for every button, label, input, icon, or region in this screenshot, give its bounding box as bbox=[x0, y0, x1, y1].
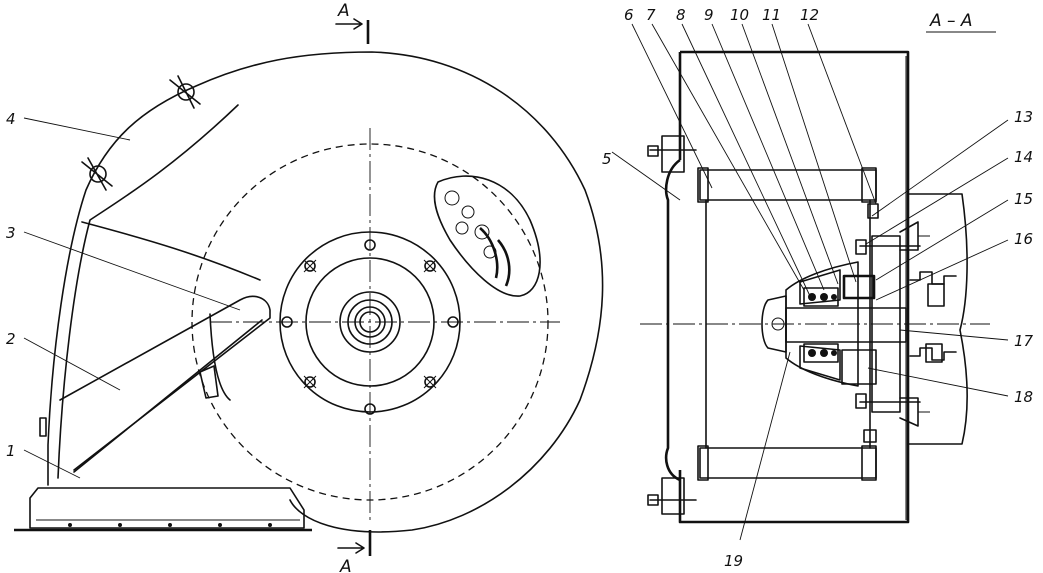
side-plate bbox=[664, 158, 681, 482]
leader-15 bbox=[875, 199, 1009, 281]
label-7: 7 bbox=[646, 6, 656, 24]
label-6: 6 bbox=[624, 6, 634, 24]
label-13: 13 bbox=[1014, 108, 1033, 126]
label-12: 12 bbox=[800, 6, 819, 24]
label-8: 8 bbox=[676, 6, 686, 24]
label-3: 3 bbox=[6, 224, 16, 242]
label-5: 5 bbox=[602, 150, 612, 168]
leader-12 bbox=[807, 23, 877, 205]
section-letter-top: A bbox=[337, 1, 350, 21]
coupling-hatched bbox=[841, 349, 877, 385]
leader-5 bbox=[611, 151, 681, 201]
cutaway-window bbox=[433, 175, 541, 297]
hub-hatched bbox=[799, 269, 841, 305]
leader-19 bbox=[739, 351, 791, 541]
leader-13 bbox=[871, 119, 1009, 217]
label-17: 17 bbox=[1014, 332, 1034, 350]
leader-9 bbox=[711, 23, 825, 291]
key-block bbox=[842, 274, 876, 300]
label-16: 16 bbox=[1014, 230, 1033, 248]
shaft bbox=[785, 307, 907, 343]
section-cut-bottom: A bbox=[337, 530, 372, 573]
label-9: 9 bbox=[704, 6, 714, 24]
label-15: 15 bbox=[1014, 190, 1033, 208]
section-view: A – A bbox=[602, 6, 1034, 570]
label-4: 4 bbox=[6, 110, 16, 128]
label-14: 14 bbox=[1014, 148, 1033, 166]
inlet-flap bbox=[199, 365, 219, 399]
leader-1 bbox=[23, 449, 81, 479]
label-2: 2 bbox=[6, 330, 16, 348]
casing-outline bbox=[678, 50, 910, 524]
flange-bolt-top bbox=[647, 135, 697, 173]
housing-inner-wall bbox=[57, 104, 239, 479]
wing-nut-top bbox=[169, 75, 201, 109]
bearing-bottom bbox=[803, 343, 839, 363]
impeller-rim-bottom bbox=[699, 447, 877, 479]
housing-spiral bbox=[47, 51, 604, 533]
label-18: 18 bbox=[1014, 388, 1033, 406]
wing-nut-left bbox=[81, 157, 113, 191]
inlet-duct-lower bbox=[73, 313, 263, 473]
leader-6 bbox=[631, 23, 713, 189]
leader-2 bbox=[23, 337, 121, 391]
leader-10 bbox=[741, 23, 839, 285]
blade-end-top bbox=[861, 167, 877, 203]
hub-hatched-lower bbox=[799, 345, 841, 381]
leader-8 bbox=[681, 23, 811, 297]
leader-17 bbox=[899, 329, 1009, 341]
front-view: A A 4 3 2 1 bbox=[6, 1, 604, 573]
section-letter-bottom: A bbox=[339, 557, 352, 573]
leader-18 bbox=[867, 367, 1009, 397]
shaft-nut bbox=[761, 295, 787, 353]
blade-end-bottom bbox=[861, 445, 877, 481]
blade-end-bottom-left bbox=[697, 445, 709, 481]
leader-4 bbox=[23, 117, 131, 141]
motor-coupling-teeth bbox=[909, 271, 957, 361]
leader-14 bbox=[865, 157, 1009, 245]
motor-flange bbox=[871, 235, 901, 413]
impeller-rim-top bbox=[699, 169, 877, 201]
label-1: 1 bbox=[6, 442, 16, 460]
section-cut-top: A bbox=[335, 1, 370, 44]
wall-clip bbox=[39, 417, 47, 437]
housing-lip bbox=[81, 221, 261, 281]
inlet-duct bbox=[59, 295, 271, 471]
cutaway-blades bbox=[444, 190, 511, 287]
section-title: A – A bbox=[929, 11, 973, 31]
base-frame bbox=[29, 487, 305, 529]
hub-cone bbox=[785, 261, 859, 387]
blade-end-top-left bbox=[697, 167, 709, 203]
leader-3 bbox=[23, 231, 241, 311]
leader-11 bbox=[771, 23, 857, 283]
label-11: 11 bbox=[762, 6, 781, 24]
leader-16 bbox=[875, 239, 1009, 301]
motor-body bbox=[907, 193, 968, 445]
base-rivets bbox=[68, 523, 272, 527]
flange-bolt-bottom bbox=[647, 477, 697, 515]
leader-7 bbox=[651, 23, 805, 291]
label-10: 10 bbox=[730, 6, 749, 24]
label-19: 19 bbox=[724, 552, 743, 570]
